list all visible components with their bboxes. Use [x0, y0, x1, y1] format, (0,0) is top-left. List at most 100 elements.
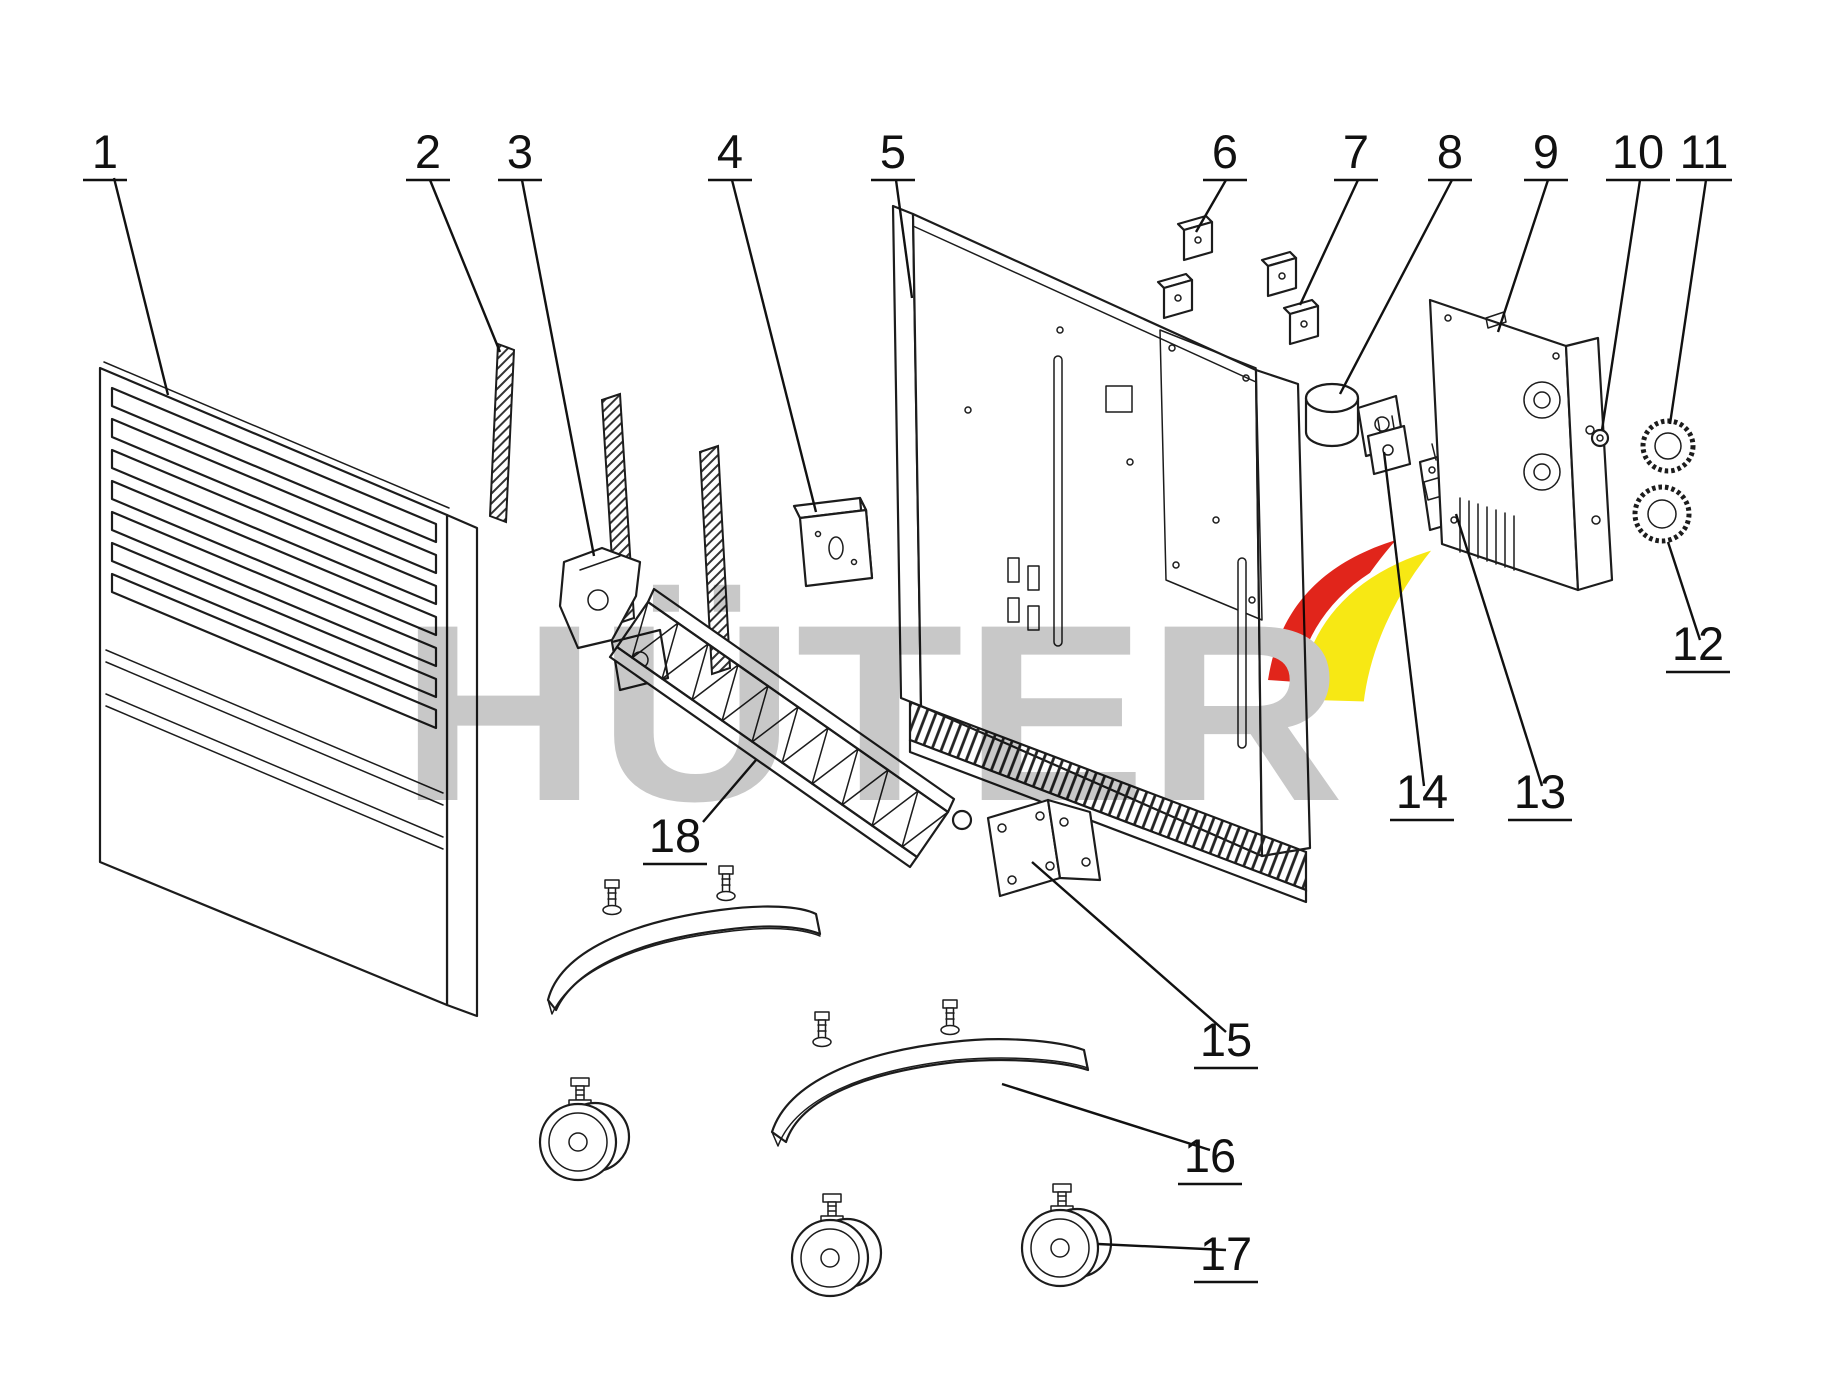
part-label-14: 14 [1390, 765, 1454, 822]
brand-watermark-text: HÜTER [400, 573, 1345, 854]
part-number: 2 [415, 125, 441, 178]
leader-line-12 [1666, 541, 1702, 641]
knob-hole-lower [1523, 453, 1561, 491]
part-number: 13 [1514, 765, 1566, 818]
part-label-13: 13 [1508, 765, 1572, 822]
housing-vent-slats [1459, 497, 1515, 571]
part-9-control-housing [1428, 298, 1614, 592]
back-panel-right-edge [1254, 368, 1312, 858]
leader-line-1 [112, 177, 170, 396]
leader-line-3 [520, 179, 596, 557]
part-label-3: 3 [498, 125, 542, 182]
part-label-17: 17 [1194, 1227, 1258, 1284]
foot-upper-screws [602, 865, 736, 916]
leader-line-4 [730, 179, 818, 513]
part-number: 6 [1212, 125, 1238, 178]
part-label-7: 7 [1334, 125, 1378, 182]
parts-layer [98, 204, 1696, 1298]
part-number: 7 [1343, 125, 1369, 178]
part-number: 15 [1200, 1013, 1252, 1066]
part-7-brackets [1260, 250, 1320, 346]
leader-line-9 [1496, 179, 1550, 333]
part-number: 12 [1672, 617, 1724, 670]
part-16-feet [546, 865, 1090, 1147]
part-5-back-panel [891, 204, 1312, 904]
part-number: 3 [507, 125, 533, 178]
part-label-12: 12 [1666, 617, 1730, 674]
leader-line-16 [1001, 1082, 1211, 1152]
leader-lines [112, 177, 1708, 1252]
leader-line-7 [1298, 179, 1360, 306]
foot-lower-screws [812, 999, 960, 1048]
leader-line-11 [1668, 179, 1708, 425]
part-12-knob [1632, 484, 1692, 544]
leader-line-8 [1338, 179, 1454, 395]
part-number: 5 [880, 125, 906, 178]
small-slots [1007, 557, 1040, 631]
foot-lower [770, 1038, 1090, 1144]
part-4-switch-box [792, 496, 874, 588]
caster-3 [1020, 1183, 1113, 1288]
part-6-brackets [1156, 214, 1214, 320]
knob-hole-upper [1523, 381, 1561, 419]
leader-line-13 [1454, 513, 1544, 787]
vertical-slot-left [1053, 355, 1063, 647]
part-label-18: 18 [643, 809, 707, 866]
part-label-9: 9 [1524, 125, 1568, 182]
part-label-2: 2 [406, 125, 450, 182]
element-body [615, 600, 950, 859]
part-number: 14 [1396, 765, 1448, 818]
front-panel-grooves [105, 649, 444, 850]
part-10-indicator [1590, 428, 1610, 448]
part-1-front-panel [98, 361, 479, 1018]
brand-logo-flame-yellow [1293, 541, 1446, 707]
element-end-spacer [951, 809, 973, 831]
caster-2 [790, 1193, 883, 1298]
leader-line-15 [1031, 861, 1227, 1033]
part-number: 9 [1533, 125, 1559, 178]
vertical-slot-right [1237, 557, 1247, 749]
leader-line-18 [702, 759, 757, 823]
element-fins [631, 601, 949, 848]
leader-line-5 [894, 179, 914, 299]
part-number: 8 [1437, 125, 1463, 178]
leader-line-17 [1097, 1242, 1227, 1252]
part-number: 10 [1612, 125, 1664, 178]
part-number: 4 [717, 125, 743, 178]
part-label-1: 1 [83, 125, 127, 182]
part-11-knob [1640, 418, 1696, 474]
leader-line-10 [1600, 179, 1642, 431]
part-number: 11 [1680, 125, 1729, 178]
part-labels: 1 2 3 4 5 6 7 8 [83, 125, 1732, 1284]
part-label-10: 10 [1606, 125, 1670, 182]
foot-upper [546, 905, 822, 1012]
part-number: 17 [1200, 1227, 1252, 1280]
part-label-6: 6 [1203, 125, 1247, 182]
part-3-bracket-and-strips [558, 392, 732, 692]
part-17-casters [538, 1077, 1113, 1298]
part-14-thermal-switch [1366, 415, 1412, 476]
part-label-15: 15 [1194, 1013, 1258, 1070]
part-label-5: 5 [871, 125, 915, 182]
leader-line-6 [1194, 179, 1228, 233]
part-label-8: 8 [1428, 125, 1472, 182]
bottom-grille-rim [908, 738, 1308, 904]
part-label-16: 16 [1178, 1129, 1242, 1186]
insulator-strip-right [698, 444, 732, 676]
part-number: 18 [649, 809, 701, 862]
leader-line-2 [428, 179, 502, 353]
part-18-heating-element [608, 587, 973, 869]
part-label-4: 4 [708, 125, 752, 182]
back-panel-inner-cover [1159, 329, 1263, 621]
square-cutout [1105, 385, 1133, 413]
element-bracket [558, 546, 642, 650]
watermark: HÜTER [400, 540, 1446, 854]
part-2-trim-strip [488, 342, 516, 524]
part-15-foot-bracket [986, 798, 1102, 898]
caster-1 [538, 1077, 631, 1182]
part-number: 16 [1184, 1129, 1236, 1182]
leader-line-14 [1382, 451, 1426, 787]
front-panel-louvers [110, 386, 438, 730]
